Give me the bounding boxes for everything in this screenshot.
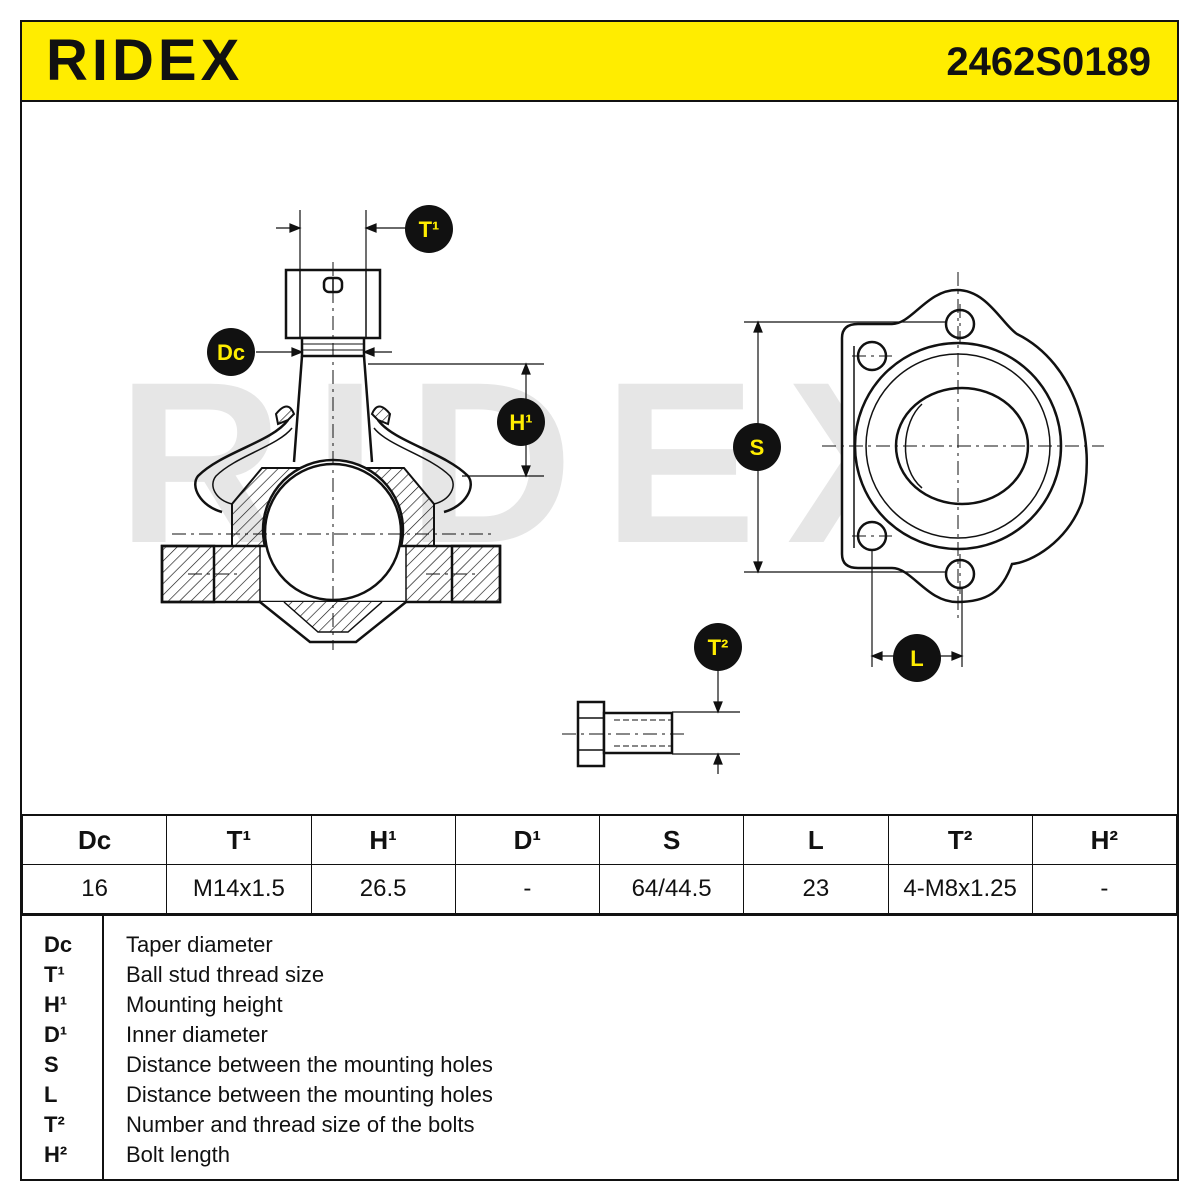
callout-s: S — [733, 423, 781, 471]
bolt-view — [562, 700, 686, 768]
svg-text:Dc: Dc — [217, 340, 245, 365]
svg-text:T¹: T¹ — [419, 217, 440, 242]
header-l: L — [743, 814, 889, 865]
header-bar: RIDEX 2462S0189 — [22, 22, 1177, 102]
value-s: 64/44.5 — [598, 864, 745, 914]
legend-item: D¹ Inner diameter — [22, 1020, 1177, 1050]
legend-item: L Distance between the mounting holes — [22, 1080, 1177, 1110]
legend-code: S — [44, 1052, 59, 1077]
value-l: 23 — [743, 864, 889, 914]
legend-code: L — [44, 1082, 58, 1107]
header-s: S — [598, 814, 745, 865]
legend-description: Inner diameter — [126, 1022, 268, 1047]
dimension-t1 — [276, 210, 408, 270]
legend-divider — [102, 916, 104, 1181]
callout-l: L — [893, 634, 941, 682]
callout-h1: H¹ — [497, 398, 545, 446]
callout-dc: Dc — [207, 328, 255, 376]
header-h2: H² — [1031, 814, 1178, 865]
value-d1: - — [454, 864, 601, 914]
legend-item: T² Number and thread size of the bolts — [22, 1110, 1177, 1140]
svg-text:T²: T² — [708, 635, 729, 660]
datasheet-frame: RIDEX 2462S0189 RIDEX — [20, 20, 1179, 1181]
legend-description: Ball stud thread size — [126, 962, 325, 987]
table-header-row: Dc T¹ H¹ D¹ S L T² H² — [21, 814, 1178, 865]
header-h1: H¹ — [310, 814, 456, 865]
header-dc: Dc — [21, 814, 168, 865]
dimension-dc — [256, 347, 392, 357]
svg-text:L: L — [910, 646, 923, 671]
flange-top-view — [822, 272, 1104, 622]
value-dc: 16 — [21, 864, 168, 914]
legend-description: Distance between the mounting holes — [126, 1052, 493, 1077]
specifications-table: Dc T¹ H¹ D¹ S L T² H² 16 M14x1.5 26.5 - … — [21, 814, 1178, 914]
legend-code: T² — [44, 1112, 65, 1137]
legend-description: Bolt length — [126, 1142, 230, 1167]
callout-t2: T² — [694, 623, 742, 671]
svg-text:H¹: H¹ — [509, 410, 532, 435]
value-t1: M14x1.5 — [166, 864, 312, 914]
callout-t1: T¹ — [405, 205, 453, 253]
legend-item: H¹ Mounting height — [22, 990, 1177, 1020]
legend-code: T¹ — [44, 962, 65, 987]
table-row: 16 M14x1.5 26.5 - 64/44.5 23 4-M8x1.25 - — [21, 864, 1178, 914]
brand-logo: RIDEX — [46, 28, 244, 93]
legend: Dc Taper diameter T¹ Ball stud thread si… — [22, 914, 1177, 1181]
legend-code: H² — [44, 1142, 68, 1167]
dimension-t2 — [672, 670, 740, 774]
technical-drawing: RIDEX — [22, 102, 1177, 814]
legend-code: H¹ — [44, 992, 68, 1017]
legend-description: Taper diameter — [126, 932, 273, 957]
legend-description: Distance between the mounting holes — [126, 1082, 493, 1107]
legend-item: T¹ Ball stud thread size — [22, 960, 1177, 990]
part-number: 2462S0189 — [946, 40, 1151, 84]
header-d1: D¹ — [454, 814, 601, 865]
legend-item: H² Bolt length — [22, 1140, 1177, 1170]
value-h1: 26.5 — [310, 864, 456, 914]
legend-description: Mounting height — [126, 992, 283, 1017]
legend-code: D¹ — [44, 1022, 68, 1047]
value-h2: - — [1031, 864, 1178, 914]
header-t2: T² — [887, 814, 1033, 865]
legend-item: Dc Taper diameter — [22, 930, 1177, 960]
legend-description: Number and thread size of the bolts — [126, 1112, 475, 1137]
value-t2: 4-M8x1.25 — [887, 864, 1033, 914]
ball-joint-side-view — [160, 262, 502, 650]
svg-text:S: S — [750, 435, 765, 460]
legend-item: S Distance between the mounting holes — [22, 1050, 1177, 1080]
legend-code: Dc — [44, 932, 73, 957]
header-t1: T¹ — [166, 814, 312, 865]
